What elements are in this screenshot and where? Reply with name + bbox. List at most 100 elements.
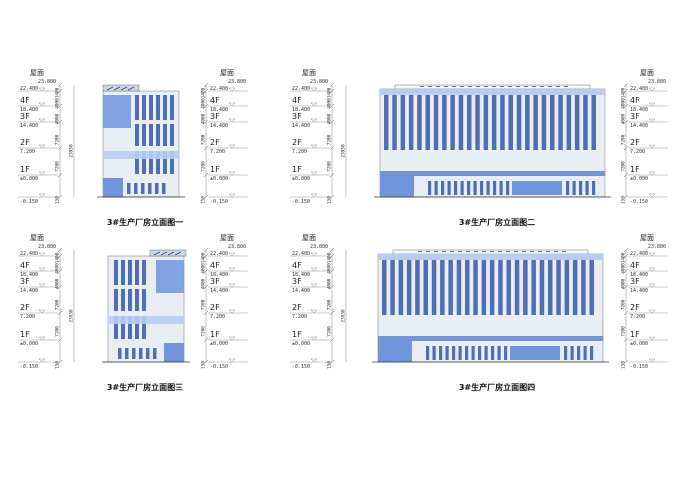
window-column (500, 95, 505, 150)
elevation-1f: ±0.000 (210, 341, 228, 347)
level-triangle (310, 118, 318, 123)
dimension-tick (329, 88, 335, 94)
window-column (548, 86, 552, 87)
elevation-4f: 18.400 (292, 272, 310, 278)
dim-low: 7200 (55, 326, 61, 337)
window-column (135, 260, 139, 285)
window-column (585, 181, 589, 195)
window-column (163, 151, 167, 174)
roof-label: 屋面 (30, 69, 44, 77)
elevation-3f: 14.400 (292, 123, 310, 129)
window-column (483, 95, 489, 150)
dim-low: 7200 (327, 326, 333, 337)
dim-mid: 7200 (201, 299, 207, 310)
window-column (149, 124, 153, 146)
window-column (142, 124, 146, 146)
dimension-tick (329, 337, 335, 343)
dimension-tick (329, 268, 335, 274)
elevation-top: 23.800 (648, 244, 666, 250)
dimension-tick (203, 145, 209, 151)
elevation-4f: 18.400 (292, 107, 310, 113)
first-floor-band (378, 336, 603, 341)
roof-label: 屋面 (220, 69, 234, 77)
elevation-roof: 22.400 (210, 251, 228, 257)
window-column (493, 181, 497, 195)
dim-upper-2: 4000 (621, 113, 627, 124)
dimension-tick (203, 284, 209, 290)
floor-label-1f: 1F (20, 330, 30, 339)
window-column (480, 181, 484, 195)
glass-entrance (380, 176, 414, 197)
level-triangle (228, 87, 236, 92)
floor-label-3f: 3F (630, 112, 640, 121)
window-column (550, 95, 555, 150)
window-column (592, 181, 596, 195)
window-column (434, 181, 438, 195)
window-column (538, 251, 542, 252)
window-column (139, 348, 143, 359)
window-column (163, 124, 167, 146)
dimension-tick (203, 172, 209, 178)
roof-label: 屋面 (640, 234, 654, 242)
elevation-2f: 7.200 (20, 149, 35, 155)
level-triangle (310, 102, 318, 107)
elevation-ground: -0.150 (20, 364, 38, 370)
window-column (418, 251, 422, 252)
elevation-ground: -0.150 (292, 199, 310, 205)
window-column (467, 181, 471, 195)
dim-mid: 7200 (327, 134, 333, 145)
elevation-ground: -0.150 (210, 199, 228, 205)
elevation-1f: ±0.000 (292, 176, 310, 182)
elevation-title: 3#生产厂房立面图三 (107, 382, 183, 392)
dimension-tick (203, 268, 209, 274)
dimension-tick (57, 88, 63, 94)
level-triangle (228, 283, 236, 288)
window-column (460, 181, 464, 195)
dim-low: 7200 (201, 326, 207, 337)
floor-label-2f: 2F (292, 303, 302, 312)
level-triangle (648, 193, 656, 198)
window-column (390, 260, 395, 315)
window-column (458, 346, 462, 360)
elevation-roof: 22.400 (20, 86, 38, 92)
window-column (572, 181, 576, 195)
window-column (499, 181, 503, 195)
roof-label: 屋面 (640, 69, 654, 77)
elevation-3f: 14.400 (20, 288, 38, 294)
dim-top: 1400 (55, 252, 61, 263)
top-band (378, 254, 603, 260)
level-triangle (310, 171, 318, 176)
window-column (128, 316, 132, 339)
window-column (132, 348, 136, 359)
dimension-tick (203, 194, 209, 200)
elevation-4f: 18.400 (210, 272, 228, 278)
dim-total: 23950 (69, 144, 75, 158)
window-column (155, 183, 159, 194)
window-column (498, 260, 503, 315)
window-column (450, 251, 454, 252)
level-triangle (38, 336, 46, 341)
window-column (506, 251, 510, 252)
elevation-4: 屋面23.80022.4004F18.4003F14.4002F7.2001F±… (290, 234, 668, 392)
level-triangle (38, 87, 46, 92)
window-column (523, 260, 528, 315)
window-column (490, 251, 494, 252)
elevation-title: 3#生产厂房立面图四 (459, 382, 535, 392)
elevation-3f: 14.400 (20, 123, 38, 129)
floor-label-2f: 2F (292, 138, 302, 147)
elevation-top: 23.800 (228, 244, 246, 250)
roof-label: 屋面 (220, 234, 234, 242)
window-column (121, 289, 125, 311)
dim-base: 150 (55, 361, 61, 369)
window-column (384, 95, 389, 150)
dimension-tick (329, 284, 335, 290)
dim-top: 1400 (327, 252, 333, 263)
floor-label-4f: 4F (20, 261, 30, 270)
elevation-2f: 7.200 (292, 314, 307, 320)
window-column (460, 86, 464, 87)
dimension-tick (623, 284, 629, 290)
window-column (441, 181, 445, 195)
dim-upper-1: 4000 (201, 98, 207, 109)
window-column (546, 251, 550, 252)
elevation-ground: -0.150 (630, 364, 648, 370)
